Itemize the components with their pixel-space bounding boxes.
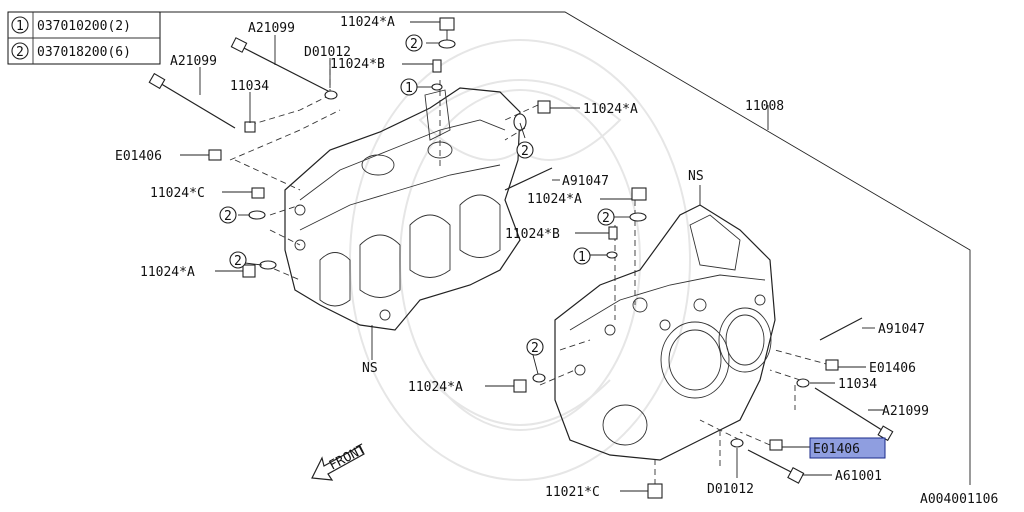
callout-labels: A21099 A21099 D01012 11034 11024*A 11024… xyxy=(115,15,998,507)
front-direction-arrow: FRONT xyxy=(311,442,369,481)
marker-2: 2 xyxy=(521,144,529,159)
left-cylinder-block xyxy=(284,87,521,360)
label-ns-bottom: NS xyxy=(362,361,378,376)
legend-code-1: 037010200(2) xyxy=(37,19,131,34)
right-cylinder-block xyxy=(554,185,776,461)
bolt-a21099-right xyxy=(814,387,894,442)
label-d01012-top: D01012 xyxy=(304,45,351,60)
label-a91047-mid: A91047 xyxy=(562,174,609,189)
label-11024b-top: 11024*B xyxy=(330,57,385,72)
marker-2: 2 xyxy=(531,341,539,356)
label-e01406-left: E01406 xyxy=(115,149,162,164)
label-d01012-bottom: D01012 xyxy=(707,482,754,497)
legend-marker-1: 1 xyxy=(16,19,24,34)
label-diagram-id: A004001106 xyxy=(920,492,998,507)
label-11024a-right-top: 11024*A xyxy=(583,102,638,117)
label-e01406-right: E01406 xyxy=(869,361,916,376)
marker-1: 1 xyxy=(405,81,413,96)
watermark-emblem xyxy=(349,39,691,481)
label-11024c: 11024*C xyxy=(150,186,205,201)
label-e01406-highlight[interactable]: E01406 xyxy=(813,442,860,457)
front-label: FRONT xyxy=(327,442,369,474)
marker-2: 2 xyxy=(602,211,610,226)
label-11008: 11008 xyxy=(745,99,784,114)
assembly-bracket-line xyxy=(160,11,971,485)
label-11024a-top: 11024*A xyxy=(340,15,395,30)
label-ns-top: NS xyxy=(688,169,704,184)
label-11024a-left: 11024*A xyxy=(140,265,195,280)
stud-a91047-right xyxy=(819,317,863,341)
label-a21099-left: A21099 xyxy=(170,54,217,69)
bolt-a21099-left xyxy=(148,72,236,129)
marker-circles: 2 1 2 2 2 2 1 2 xyxy=(219,34,615,356)
label-11024a-mid: 11024*A xyxy=(527,192,582,207)
marker-1: 1 xyxy=(578,250,586,265)
leader-lines xyxy=(180,21,885,492)
label-11024a-lower: 11024*A xyxy=(408,380,463,395)
marker-2: 2 xyxy=(410,37,418,52)
label-a21099-top: A21099 xyxy=(248,21,295,36)
label-a21099-right: A21099 xyxy=(882,404,929,419)
small-parts xyxy=(208,17,839,499)
stud-a91047-mid xyxy=(504,167,553,191)
label-a61001: A61001 xyxy=(835,469,882,484)
bolt-a21099-top xyxy=(230,37,331,93)
assembly-guide-lines xyxy=(229,60,831,485)
label-a91047-right: A91047 xyxy=(878,322,925,337)
label-11024b-mid: 11024*B xyxy=(505,227,560,242)
marker-2: 2 xyxy=(224,209,232,224)
label-11034-left: 11034 xyxy=(230,79,269,94)
highlight-box xyxy=(809,437,886,459)
marker-2: 2 xyxy=(234,254,242,269)
label-11034-right: 11034 xyxy=(838,377,877,392)
legend-marker-2: 2 xyxy=(16,45,24,60)
label-11021c: 11021*C xyxy=(545,485,600,500)
legend: 1 037010200(2) 2 037018200(6) xyxy=(7,11,161,65)
bolt-a61001 xyxy=(747,449,805,484)
legend-code-2: 037018200(6) xyxy=(37,45,131,60)
